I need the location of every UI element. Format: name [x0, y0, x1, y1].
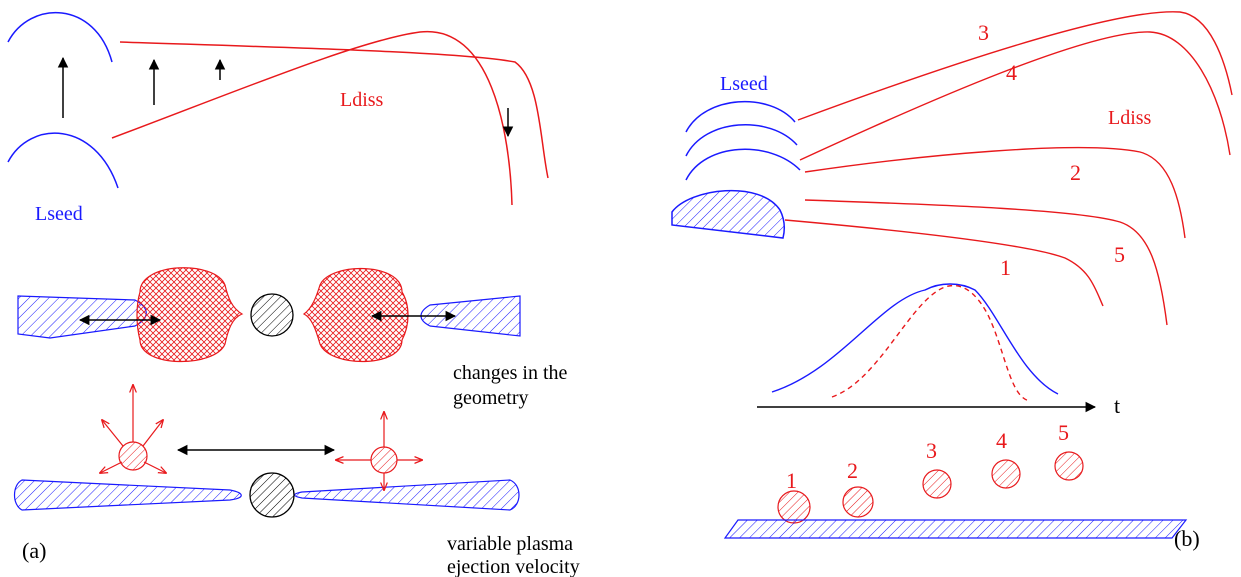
ejection-vector-left-dr: [143, 461, 166, 473]
curve-label-4: 4: [1006, 60, 1017, 85]
disk-left-ejection: [13, 479, 242, 511]
seed-spectrum-b-1: [685, 100, 796, 133]
diss-label-a: Ldiss: [340, 89, 384, 111]
diss-spectrum-lower: [111, 31, 513, 206]
seed-spectrum-lower: [7, 132, 119, 189]
seed-spectrum-b-filled: [671, 189, 785, 239]
blob-5: [1054, 451, 1084, 481]
panel-label-b: (b): [1174, 526, 1200, 551]
black-hole-ejection: [249, 472, 295, 518]
diss-curve-4: [799, 31, 1231, 161]
diss-curve-2: [804, 146, 1186, 239]
diss-curve-1: [784, 219, 1104, 307]
blob-label-1: 1: [786, 468, 797, 493]
blob-label-2: 2: [847, 458, 858, 483]
blob-4: [991, 459, 1021, 489]
ejection-caption-line-1: variable plasma: [447, 533, 573, 555]
curve-label-1: 1: [1000, 255, 1011, 280]
panel-a: Lseed Ldiss changes in the geometry vari…: [7, 11, 580, 577]
time-axis-label: t: [1114, 393, 1120, 418]
geometry-caption-line-2: geometry: [453, 387, 529, 409]
ejection-caption-line-2: ejection velocity: [447, 556, 580, 577]
blob-label-5: 5: [1058, 420, 1069, 445]
curve-label-5: 5: [1114, 242, 1125, 267]
curve-label-2: 2: [1070, 160, 1081, 185]
ejection-vector-left-ur: [142, 420, 163, 447]
corona-left: [136, 267, 244, 363]
seed-label-a: Lseed: [35, 203, 83, 225]
black-hole-geometry: [250, 293, 294, 337]
seed-spectrum-b-3: [685, 148, 801, 181]
curve-label-3: 3: [978, 20, 989, 45]
panel-b: Lseed Ldiss 3 4 2 5 1 t 1 2 3 4 5: [671, 11, 1233, 551]
seed-label-b: Lseed: [720, 73, 768, 95]
seed-spectrum-b-2: [685, 123, 798, 157]
disk-right-ejection: [293, 479, 520, 511]
diss-spectrum-upper: [119, 41, 549, 179]
corona-right: [302, 268, 409, 363]
diss-curve-3: [797, 11, 1233, 121]
light-curve-seed: [771, 283, 1059, 395]
blob-2: [842, 486, 874, 518]
diss-curve-5: [804, 199, 1168, 326]
plasma-blob-left: [118, 441, 148, 471]
light-curve-diss: [831, 285, 1031, 402]
disk-left-geometry: [17, 295, 147, 339]
seed-spectrum-upper: [7, 11, 113, 63]
blob-label-4: 4: [996, 428, 1007, 453]
blob-1: [777, 490, 811, 524]
panel-label-a: (a): [22, 538, 46, 563]
plasma-blob-right: [370, 446, 398, 474]
ejection-vector-left-ul: [102, 420, 124, 447]
blob-3: [922, 469, 952, 499]
ejection-vector-left-dl: [100, 461, 123, 473]
blob-label-3: 3: [926, 438, 937, 463]
diss-label-b: Ldiss: [1108, 107, 1152, 129]
accretion-disk-b: [723, 519, 1188, 539]
geometry-caption-line-1: changes in the: [453, 362, 568, 384]
